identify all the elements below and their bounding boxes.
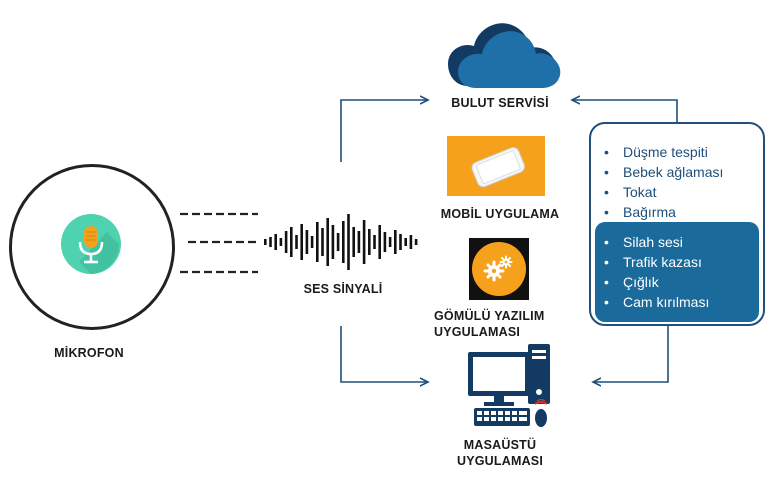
wave-bar — [414, 239, 418, 245]
wave-bar — [378, 225, 381, 259]
events-box: Düşme tespiti Bebek ağlaması Tokat Bağır… — [589, 122, 765, 326]
smartphone-icon — [447, 136, 545, 196]
event-item: Tokat — [597, 182, 723, 202]
wave-bar — [404, 238, 407, 246]
wave-bar — [290, 227, 293, 257]
wave-bar — [368, 229, 371, 255]
events-bottom-list: Silah sesi Trafik kazası Çığlık Cam kırı… — [597, 232, 709, 312]
event-item: Çığlık — [597, 272, 709, 292]
sound-wave-graphic — [264, 214, 418, 270]
event-item: Bebek ağlaması — [597, 162, 723, 182]
events-top-list: Düşme tespiti Bebek ağlaması Tokat Bağır… — [597, 142, 723, 222]
event-item: Trafik kazası — [597, 252, 709, 272]
cloud-label: BULUT SERVİSİ — [451, 96, 549, 110]
cloud-icon — [448, 23, 561, 88]
arrow-box-to-desktop — [593, 326, 669, 382]
arrow-to-desktop — [340, 326, 428, 382]
wave-bar — [342, 221, 345, 263]
wave-bar — [409, 235, 413, 249]
wave-bar — [373, 235, 376, 249]
desktop-label-line1: MASAÜSTÜ — [463, 438, 537, 452]
embedded-label-line2: UYGULAMASI — [434, 325, 521, 339]
microphone-icon — [61, 214, 121, 274]
wave-bar — [284, 231, 288, 253]
wave-bar — [394, 230, 397, 254]
wave-bar — [399, 234, 402, 250]
wave-bar — [352, 227, 355, 257]
arrow-to-cloud — [340, 100, 428, 162]
microphone-label: MİKROFON — [54, 346, 124, 360]
wave-bar — [388, 237, 392, 247]
microphone-circle — [9, 164, 175, 330]
wave-bar — [264, 239, 267, 245]
event-item: Silah sesi — [597, 232, 709, 252]
event-item: Düşme tespiti — [597, 142, 723, 162]
wave-bar — [383, 232, 387, 252]
wave-bar — [362, 220, 366, 264]
wave-bar — [336, 233, 340, 251]
wave-bar — [295, 235, 298, 249]
wave-bar — [274, 234, 277, 250]
event-item: Cam kırılması — [597, 292, 709, 312]
wave-bar — [300, 224, 303, 260]
wave-bar — [279, 238, 283, 246]
wave-bar — [331, 225, 335, 259]
desktop-label-line2: UYGULAMASI — [456, 454, 544, 468]
mobile-label: MOBİL UYGULAMA — [440, 207, 560, 221]
events-highlight-box: Silah sesi Trafik kazası Çığlık Cam kırı… — [595, 222, 759, 322]
wave-bar — [269, 237, 272, 247]
event-item: Bağırma — [597, 202, 723, 222]
embedded-label-line1: GÖMÜLÜ YAZILIM — [434, 309, 545, 323]
wave-bar — [316, 222, 319, 262]
arrow-box-to-cloud — [572, 100, 678, 122]
wave-bar — [326, 218, 329, 266]
wave-bar — [347, 214, 350, 270]
wave-bar — [321, 228, 324, 256]
desktop-computer-icon — [468, 344, 550, 427]
signal-label: SES SİNYALİ — [303, 282, 383, 296]
gears-icon — [469, 238, 529, 300]
wave-bar — [357, 231, 361, 253]
wave-bar — [310, 236, 314, 248]
wave-bar — [305, 230, 309, 254]
